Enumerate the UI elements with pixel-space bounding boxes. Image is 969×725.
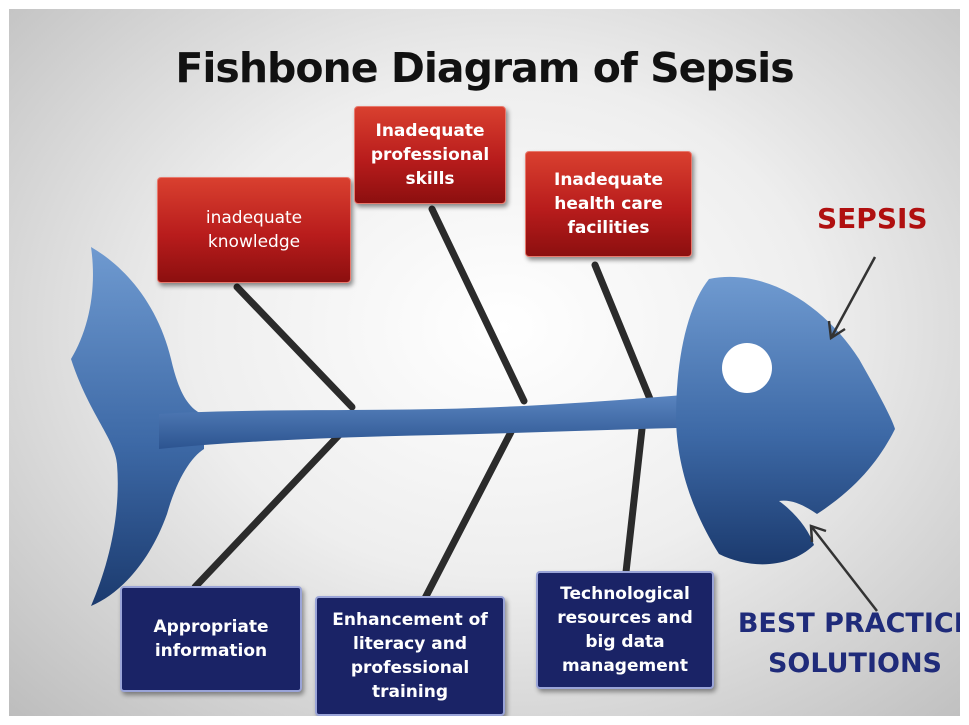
- cause-box-health-care-facilities: Inadequate health care facilities: [525, 151, 692, 257]
- slide-canvas: Fishbone Diagram of Sepsis: [9, 9, 960, 716]
- fish-eye: [722, 343, 772, 393]
- arrow-to-mouth: [810, 525, 878, 612]
- fishbone-graphic: [71, 205, 895, 612]
- solution-label: Enhancement of literacy and professional…: [332, 610, 488, 702]
- bone-solution-1: [191, 429, 345, 591]
- cause-box-professional-skills: Inadequate professional skills: [354, 106, 506, 204]
- solution-box-information: Appropriate information: [120, 586, 302, 692]
- fish-head: [676, 276, 895, 565]
- solutions-label-line2: SOLUTIONS: [767, 648, 943, 679]
- bone-cause-3: [591, 261, 654, 403]
- problem-label: SEPSIS: [817, 202, 928, 235]
- cause-box-knowledge: inadequate knowledge: [157, 177, 351, 283]
- bone-solution-3: [622, 425, 646, 576]
- solutions-label: BEST PRACTICE SOLUTIONS: [735, 604, 960, 684]
- diagram-title: Fishbone Diagram of Sepsis: [175, 44, 794, 92]
- bone-cause-2: [428, 205, 528, 405]
- cause-label: Inadequate professional skills: [370, 121, 490, 189]
- solution-label: Technological resources and big data man…: [557, 584, 693, 676]
- bone-cause-1: [233, 283, 356, 411]
- cause-label: inadequate knowledge: [205, 208, 303, 252]
- cause-label: Inadequate health care facilities: [554, 170, 663, 238]
- arrow-to-head: [829, 256, 877, 339]
- fish-tail: [71, 247, 204, 606]
- fish-spine: [159, 393, 721, 449]
- solution-box-technology-data: Technological resources and big data man…: [536, 571, 714, 689]
- bone-solution-2: [418, 428, 515, 608]
- solution-label: Appropriate information: [153, 617, 269, 661]
- solutions-label-line1: BEST PRACTICE: [737, 608, 960, 639]
- solution-box-literacy-training: Enhancement of literacy and professional…: [315, 596, 505, 716]
